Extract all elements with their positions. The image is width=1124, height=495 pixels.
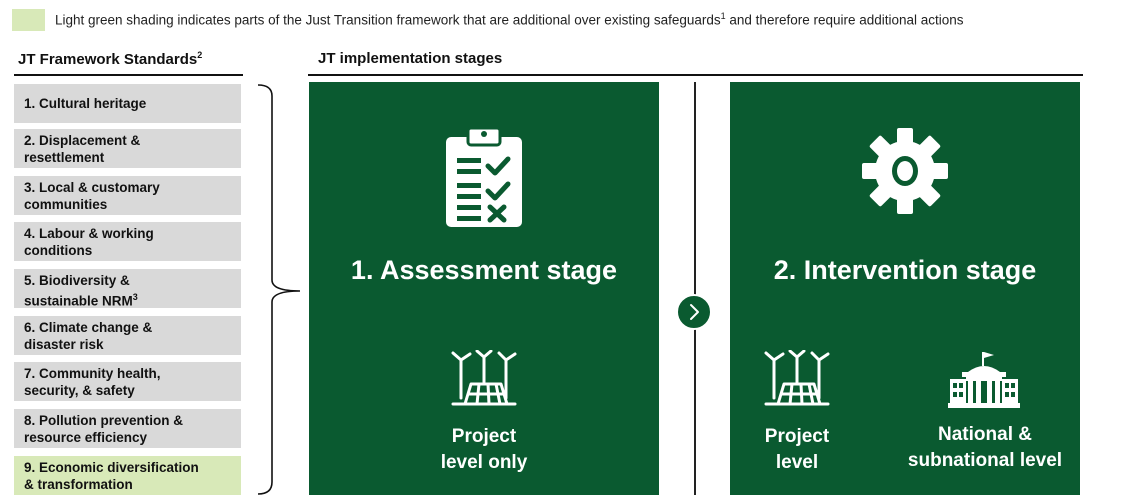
clipboard-checklist-icon [446,126,522,227]
standard-item-cultural-heritage: 1. Cultural heritage [14,84,241,123]
next-stage-button [676,294,712,330]
government-building-icon [948,352,1020,408]
intervention-project-level-label: Project level [764,426,830,473]
standard-footnote-nrm: 3 [132,292,138,302]
standard-item-climate: 6. Climate change &disaster risk [14,316,241,355]
stages-title-rule [308,74,1083,76]
standards-title-footnote: 2 [197,50,203,60]
assessment-stage-panel: 1. Assessment stage Project level only [309,82,659,495]
standard-item-community-health: 7. Community health,security, & safety [14,362,241,401]
gear-icon [862,128,948,214]
stages-title: JT implementation stages [318,50,503,67]
assessment-stage-title: 1. Assessment stage [350,255,618,285]
chevron-right-icon [690,304,699,320]
legend-swatch [12,9,45,31]
standard-item-biodiversity: 5. Biodiversity &sustainable NRM3 [14,269,241,309]
intervention-stage-title: 2. Intervention stage [773,255,1037,285]
legend-footnote: 1 [720,11,726,21]
intervention-national-level-label: National & subnational level [907,424,1063,471]
standards-title-rule [14,74,243,76]
standard-item-economic-diversification: 9. Economic diversification& transformat… [14,456,241,495]
standard-item-displacement: 2. Displacement &resettlement [14,129,241,168]
bracket-brace [257,84,301,495]
intervention-stage-panel: 2. Intervention stage Project level [730,82,1080,495]
stage-divider [694,82,696,495]
renewable-energy-project-icon [451,350,517,406]
standard-item-pollution: 8. Pollution prevention &resource effici… [14,409,241,448]
renewable-energy-project-icon [764,350,830,406]
assessment-level-label: Project level only [440,426,528,473]
legend-text: Light green shading indicates parts of t… [55,11,964,28]
standards-title: JT Framework Standards2 [18,50,203,68]
